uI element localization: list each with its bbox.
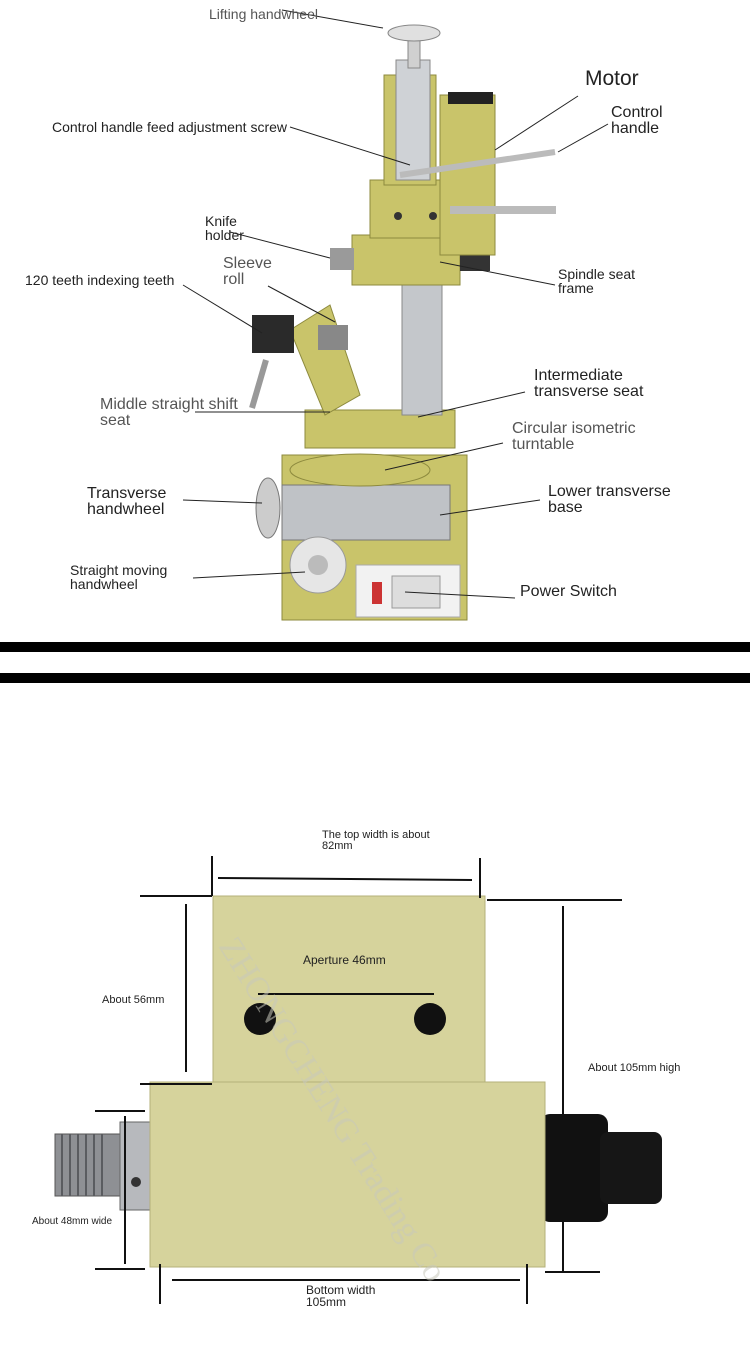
block-hole-right	[429, 212, 437, 220]
aperture-hole-right	[414, 1003, 446, 1035]
label-lower-transverse-base: Lower transverse base	[548, 483, 671, 516]
collar-hole	[131, 1177, 141, 1187]
dim-width-48: About 48mm wide	[32, 1216, 113, 1227]
switch-indicator	[372, 582, 382, 604]
indexing-head	[289, 304, 361, 416]
spindle-sleeve	[395, 59, 431, 181]
knife-holder	[330, 248, 354, 270]
aperture-hole-left	[244, 1003, 276, 1035]
dimension-lines	[95, 856, 622, 1304]
dim-height-105: About 105mm high	[588, 1062, 681, 1074]
sleeve-roll	[318, 325, 348, 350]
machine-diagram-panel: Lifting handwheel Motor Control handle f…	[0, 0, 750, 640]
straight-handwheel-hub	[308, 555, 328, 575]
indexing-teeth	[252, 315, 294, 353]
label-power-switch: Power Switch	[520, 583, 617, 600]
control-handle-bar	[399, 149, 556, 178]
label-knife-holder: Knife holder	[205, 213, 244, 243]
motor-housing	[439, 94, 496, 256]
dim-aperture: Aperture 46mm	[303, 953, 386, 967]
head-lever	[249, 359, 269, 409]
lower-block	[149, 1081, 546, 1268]
right-spindle-cap	[600, 1132, 662, 1204]
label-motor: Motor	[585, 67, 639, 90]
label-control-handle: Control handle	[611, 104, 663, 137]
label-sleeve-roll: Sleeve roll	[223, 255, 272, 288]
lifting-handwheel-shape	[387, 24, 441, 42]
label-transverse-handwheel: Transverse handwheel	[87, 485, 167, 518]
machine-illustration	[182, 9, 609, 621]
lift-shaft	[407, 37, 421, 69]
label-straight-handwheel: Straight moving handwheel	[70, 562, 168, 592]
switch-plate	[391, 575, 441, 609]
right-spindle-collar	[540, 1114, 608, 1222]
thread-lines	[61, 1134, 103, 1196]
upper-plate	[212, 895, 486, 1097]
separator-rule-top	[0, 642, 750, 652]
label-spindle-seat-frame: Spindle seat frame	[558, 266, 636, 296]
label-intermediate-transverse-seat: Intermediate transverse seat	[534, 367, 644, 400]
label-feed-adjustment-screw: Control handle feed adjustment screw	[52, 119, 288, 135]
transverse-handwheel-shape	[255, 477, 281, 539]
dim-height-56: About 56mm	[102, 994, 165, 1006]
dimension-panel: ZHONGCHENG Trading Co The top width is a…	[0, 684, 750, 1352]
label-lifting-handwheel: Lifting handwheel	[209, 6, 318, 22]
label-middle-shift-seat: Middle straight shift seat	[100, 396, 238, 429]
lower-transverse-base	[281, 484, 451, 541]
motor-cap	[448, 92, 493, 104]
intermediate-seat	[304, 409, 456, 449]
label-indexing-teeth: 120 teeth indexing teeth	[25, 272, 175, 288]
leader-lines	[182, 9, 609, 599]
block-illustration: ZHONGCHENG Trading Co	[54, 856, 662, 1304]
column	[401, 284, 443, 416]
label-circular-turntable: Circular isometric turntable	[512, 420, 636, 453]
circular-turntable	[289, 453, 431, 487]
dim-bottom-width: Bottom width 105mm	[306, 1283, 376, 1309]
threaded-spindle	[54, 1133, 126, 1197]
dim-top-width: The top width is about 82mm	[322, 829, 430, 852]
block-hole-left	[394, 212, 402, 220]
separator-rule-bottom	[0, 673, 750, 683]
